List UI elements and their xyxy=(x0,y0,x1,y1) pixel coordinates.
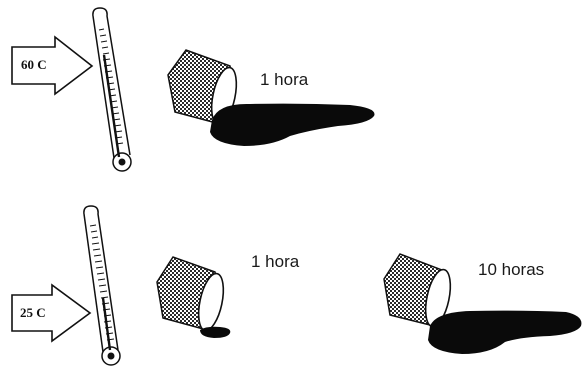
temperature-label-bottom: 25 C xyxy=(20,305,46,321)
time-label-bottom-short: 1 hora xyxy=(251,252,299,272)
time-label-top: 1 hora xyxy=(260,70,308,90)
thermometer-top xyxy=(93,8,131,171)
temperature-label-top: 60 C xyxy=(21,57,47,73)
spill-puddle-top xyxy=(210,104,375,146)
spill-puddle-large xyxy=(428,311,581,354)
thermometer-bottom xyxy=(84,206,120,365)
time-label-bottom-long: 10 horas xyxy=(478,260,544,280)
tipped-cup-middle xyxy=(157,257,228,333)
spill-puddle-small xyxy=(200,327,230,338)
